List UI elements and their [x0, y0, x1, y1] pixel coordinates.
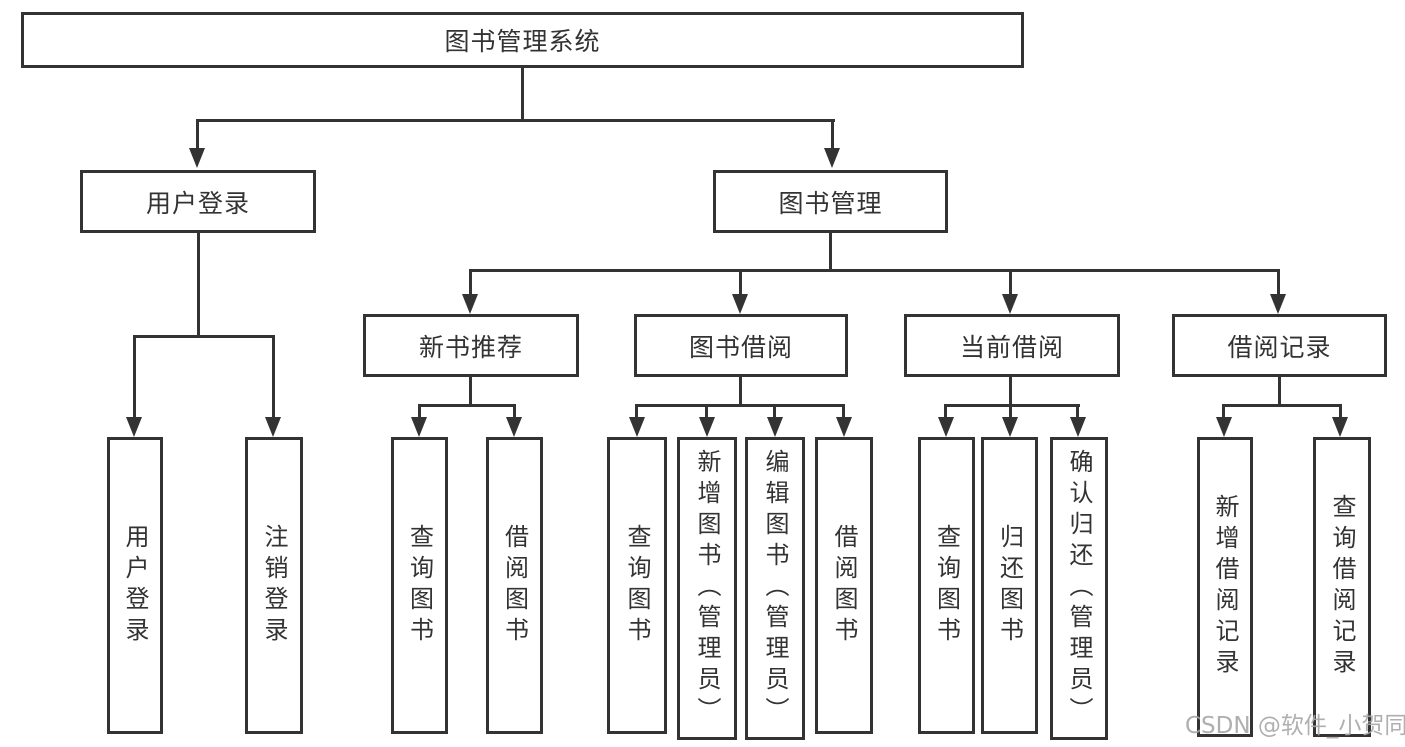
leaf-bb-borrow-books-label: 借阅图书 — [830, 523, 858, 648]
leaf-nb-borrow-books: 借阅图书 — [486, 437, 543, 734]
arrow-down-icon — [411, 417, 427, 437]
node-user-login: 用户登录 — [80, 170, 316, 233]
leaf-br-query-record-label: 查询借阅记录 — [1328, 494, 1356, 680]
arrow-down-icon — [189, 148, 205, 168]
connector-new-book-rail — [418, 404, 516, 407]
leaf-cb-confirm-return-label: 确认归还（管理员） — [1065, 449, 1093, 728]
node-new-book-recommend-label: 新书推荐 — [418, 332, 523, 362]
leaf-nb-query-books: 查询图书 — [391, 437, 448, 734]
connector-root-stub — [521, 67, 524, 120]
node-root: 图书管理系统 — [21, 12, 1024, 68]
leaf-logout: 注销登录 — [245, 437, 303, 734]
arrow-down-icon — [629, 417, 645, 437]
leaf-user-login: 用户登录 — [107, 437, 163, 734]
connector-book-borrow-rail — [635, 404, 845, 407]
arrow-down-icon — [506, 417, 522, 437]
arrow-down-icon — [938, 417, 954, 437]
connector-leaf-drop — [773, 404, 776, 417]
node-book-management: 图书管理 — [713, 170, 948, 233]
leaf-bb-query-books: 查询图书 — [607, 437, 667, 734]
connector-current-borrow-rail — [944, 404, 1080, 407]
arrow-down-icon — [836, 417, 852, 437]
arrow-down-icon — [824, 148, 840, 168]
leaf-br-query-record: 查询借阅记录 — [1313, 437, 1371, 737]
node-current-borrow-label: 当前借阅 — [959, 332, 1064, 362]
leaf-nb-query-books-label: 查询图书 — [405, 523, 434, 648]
leaf-logout-label: 注销登录 — [260, 523, 288, 648]
connector-leaf-drop — [1222, 404, 1225, 417]
arrow-down-icon — [1216, 417, 1232, 437]
connector-level2-rail — [469, 269, 1280, 272]
leaf-bb-borrow-books: 借阅图书 — [815, 437, 873, 734]
connector-leaf-drop — [1339, 404, 1342, 417]
connector-leaf-drop — [739, 269, 742, 294]
arrow-down-icon — [1002, 417, 1018, 437]
node-book-borrow-label: 图书借阅 — [688, 332, 793, 362]
connector-leaf-drop — [272, 335, 275, 417]
arrow-down-icon — [1332, 417, 1348, 437]
arrow-down-icon — [1002, 294, 1018, 314]
connector-user-login-rail — [133, 335, 275, 338]
leaf-br-add-record: 新增借阅记录 — [1197, 437, 1253, 737]
connector-book-mgmt-drop — [831, 119, 834, 150]
connector-leaf-drop — [944, 404, 947, 417]
leaf-user-login-label: 用户登录 — [121, 523, 149, 648]
arrow-down-icon — [732, 294, 748, 314]
node-borrow-records: 借阅记录 — [1172, 314, 1387, 377]
connector-leaf-drop — [635, 404, 638, 417]
leaf-br-add-record-label: 新增借阅记录 — [1211, 494, 1239, 680]
connector-new-book-stub — [469, 377, 472, 406]
node-book-borrow: 图书借阅 — [634, 314, 848, 377]
connector-borrow-records-stub — [1278, 377, 1281, 406]
leaf-bb-add-books: 新增图书（管理员） — [677, 437, 737, 740]
connector-user-login-drop — [196, 119, 199, 150]
node-book-management-label: 图书管理 — [778, 188, 883, 218]
connector-leaf-drop — [842, 404, 845, 417]
connector-leaf-drop — [1009, 404, 1012, 417]
connector-book-borrow-stub — [739, 377, 742, 406]
connector-leaf-drop — [418, 404, 421, 417]
leaf-cb-return-books: 归还图书 — [981, 437, 1038, 734]
leaf-bb-edit-books-label: 编辑图书（管理员） — [761, 449, 789, 728]
connector-level1-rail — [196, 119, 835, 122]
connector-leaf-drop — [1076, 404, 1079, 417]
connector-leaf-drop — [1009, 269, 1012, 294]
arrow-down-icon — [699, 417, 715, 437]
leaf-cb-query-books: 查询图书 — [918, 437, 975, 734]
arrow-down-icon — [462, 294, 478, 314]
leaf-nb-borrow-books-label: 借阅图书 — [500, 523, 529, 648]
arrow-down-icon — [265, 417, 281, 437]
arrow-down-icon — [767, 417, 783, 437]
connector-book-mgmt-stub — [829, 233, 832, 271]
node-new-book-recommend: 新书推荐 — [363, 314, 579, 377]
leaf-cb-return-books-label: 归还图书 — [995, 523, 1024, 648]
node-user-login-label: 用户登录 — [145, 188, 250, 218]
connector-leaf-drop — [133, 335, 136, 417]
node-current-borrow: 当前借阅 — [904, 314, 1120, 377]
leaf-cb-confirm-return: 确认归还（管理员） — [1050, 437, 1108, 740]
arrow-down-icon — [1270, 294, 1286, 314]
leaf-bb-query-books-label: 查询图书 — [623, 523, 651, 648]
leaf-bb-add-books-label: 新增图书（管理员） — [693, 449, 721, 728]
arrow-down-icon — [1070, 417, 1086, 437]
connector-leaf-drop — [513, 404, 516, 417]
connector-leaf-drop — [469, 269, 472, 294]
connector-leaf-drop — [1277, 269, 1280, 294]
node-borrow-records-label: 借阅记录 — [1227, 332, 1332, 362]
csdn-watermark: CSDN @软件_小贺同学 — [1185, 713, 1405, 739]
connector-user-login-stub — [197, 233, 200, 337]
connector-current-borrow-stub — [1009, 377, 1012, 406]
leaf-bb-edit-books: 编辑图书（管理员） — [745, 437, 805, 740]
node-root-label: 图书管理系统 — [444, 27, 601, 56]
connector-borrow-records-rail — [1222, 404, 1342, 407]
connector-leaf-drop — [705, 404, 708, 417]
leaf-cb-query-books-label: 查询图书 — [932, 523, 961, 648]
arrow-down-icon — [126, 417, 142, 437]
